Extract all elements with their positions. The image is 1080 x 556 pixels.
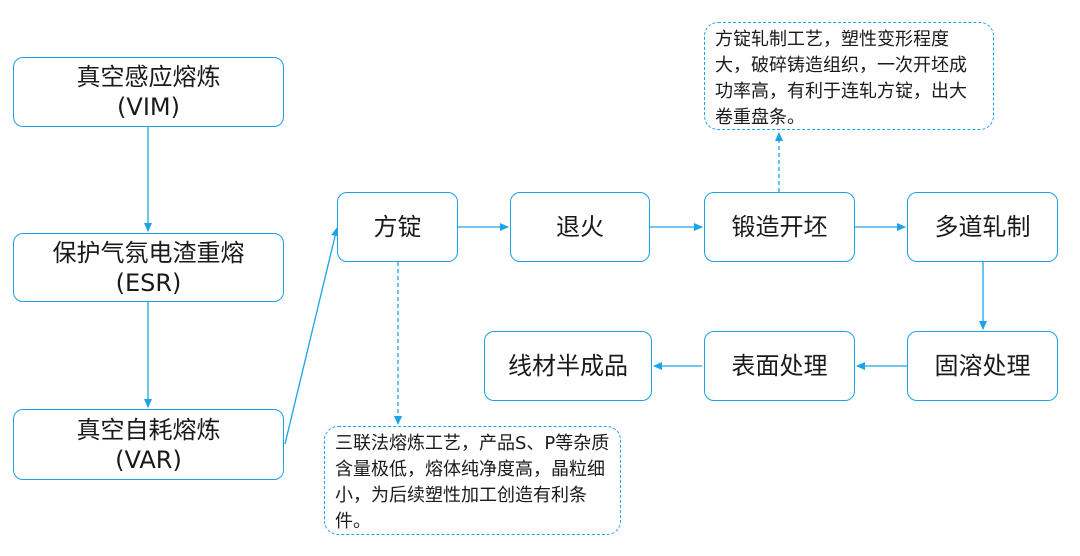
box-vim-label: 真空感应熔炼	[76, 63, 221, 91]
note-triplex: 三联法熔炼工艺，产品S、P等杂质含量极低，熔体纯净度高，晶粒细小，为后续塑性加工…	[324, 426, 621, 535]
box-vim-abbr: (VIM)	[117, 93, 180, 121]
box-var-abbr: (VAR)	[115, 445, 182, 474]
box-var-label: 真空自耗熔炼	[76, 415, 221, 444]
box-solution: 固溶处理	[907, 331, 1058, 401]
note-rolling-text: 方锭轧制工艺，塑性变形程度大，破碎铸造组织，一次开坯成功率高，有利于连轧方锭，出…	[715, 29, 967, 129]
box-surface: 表面处理	[704, 331, 855, 401]
box-multi-roll: 多道轧制	[907, 192, 1058, 262]
arrow-var-ingot	[284, 227, 340, 445]
box-wire: 线材半成品	[484, 331, 652, 401]
box-esr: 保护气氛电渣重熔 (ESR)	[13, 233, 284, 302]
box-forge-label: 锻造开坯	[731, 213, 828, 241]
box-var: 真空自耗熔炼 (VAR)	[13, 409, 284, 480]
box-esr-label: 保护气氛电渣重熔	[52, 238, 245, 267]
box-wire-label: 线材半成品	[508, 352, 628, 380]
box-solution-label: 固溶处理	[934, 352, 1031, 380]
box-ingot: 方锭	[337, 192, 458, 262]
box-anneal: 退火	[510, 192, 650, 262]
box-surface-label: 表面处理	[731, 352, 828, 380]
box-vim: 真空感应熔炼 (VIM)	[13, 57, 284, 127]
note-rolling: 方锭轧制工艺，塑性变形程度大，破碎铸造组织，一次开坯成功率高，有利于连轧方锭，出…	[704, 22, 994, 130]
box-forge: 锻造开坯	[704, 192, 855, 262]
box-ingot-label: 方锭	[373, 213, 422, 241]
note-triplex-text: 三联法熔炼工艺，产品S、P等杂质含量极低，熔体纯净度高，晶粒细小，为后续塑性加工…	[335, 433, 610, 533]
box-esr-abbr: (ESR)	[115, 268, 182, 297]
box-anneal-label: 退火	[556, 213, 604, 241]
box-multi-roll-label: 多道轧制	[934, 213, 1031, 241]
